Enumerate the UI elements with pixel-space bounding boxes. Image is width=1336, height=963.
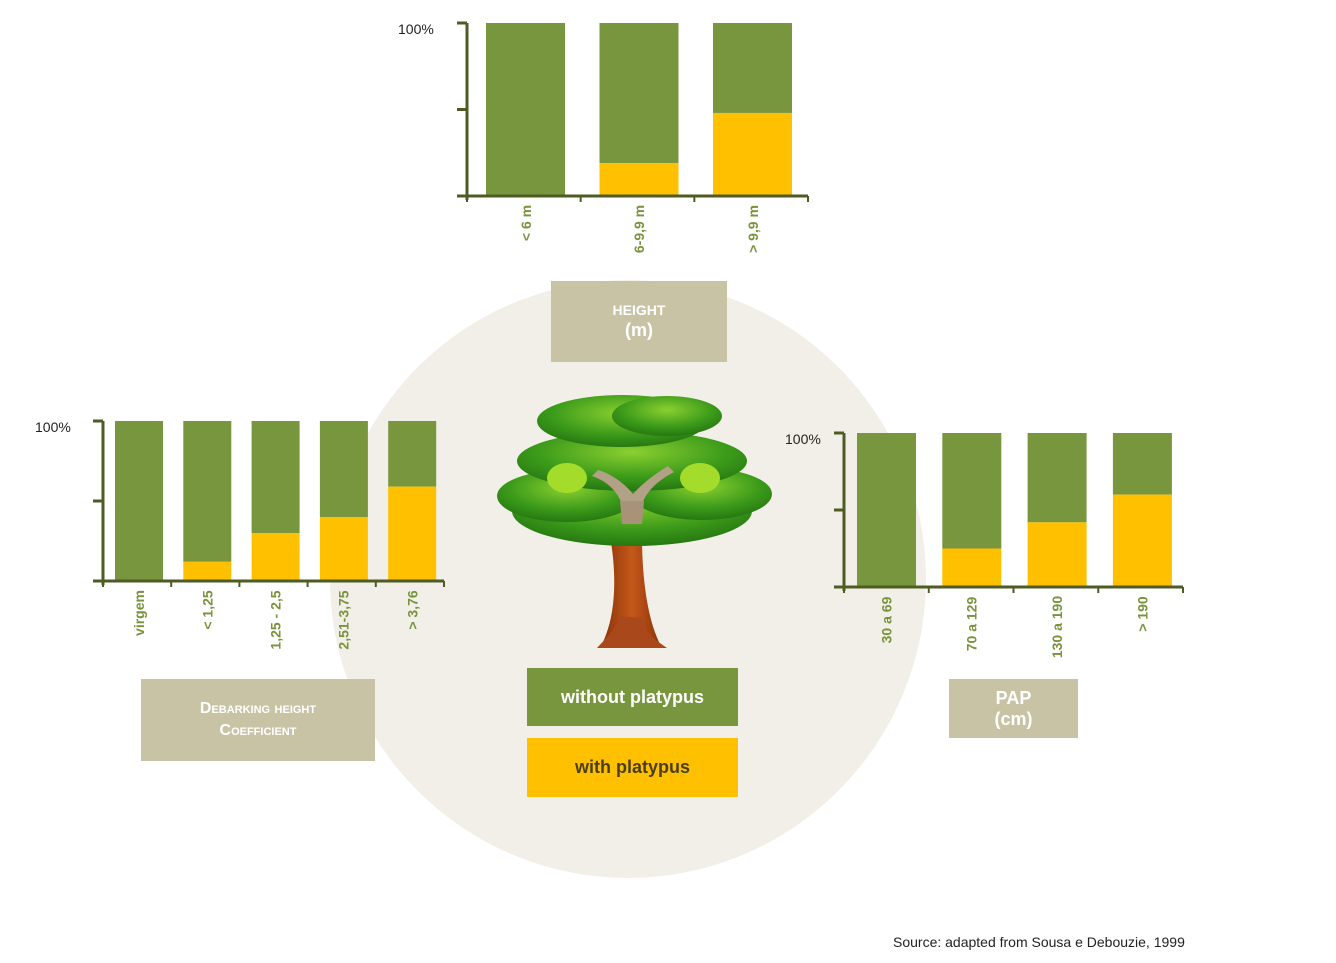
pap-category-label-2: 130 a 190 — [1049, 595, 1066, 659]
pap-chart-title: PAP (cm) — [949, 679, 1078, 738]
debarking-bar-with-3 — [319, 517, 368, 581]
pap-bar-with-1 — [942, 548, 1002, 587]
debarking-y-tick-label-100: 100% — [35, 419, 71, 435]
pap-bar-without-1 — [942, 433, 1002, 549]
height-bar-without-1 — [599, 23, 679, 164]
height-category-label-2: > 9,9 m — [744, 205, 761, 253]
height-category-label-1: 6-9,9 m — [631, 204, 648, 254]
pap-category-label-0: 30 a 69 — [878, 596, 895, 643]
debarking-bar-without-3 — [319, 421, 368, 517]
height-bar-with-1 — [599, 163, 679, 196]
legend-without-platypus: without platypus — [527, 668, 738, 726]
height-bar-without-0 — [486, 23, 565, 196]
debarking-bar-with-1 — [183, 561, 232, 581]
source-note: Source: adapted from Sousa e Debouzie, 1… — [893, 934, 1185, 950]
debarking-category-label-4: > 3,76 — [404, 589, 421, 630]
debarking-category-label-0: virgem — [130, 590, 147, 636]
height-category-label-0: < 6 m — [517, 204, 534, 242]
height-bar-with-2 — [713, 112, 792, 196]
debarking-category-label-2: 1,25 - 2,5 — [267, 589, 284, 650]
cork-oak-tree-illustration — [497, 395, 772, 648]
pap-bar-without-0 — [857, 433, 916, 587]
debarking-bar-without-4 — [388, 421, 437, 487]
pap-y-tick-label-100: 100% — [785, 431, 821, 447]
debarking-bar-without-0 — [115, 421, 163, 581]
debarking-category-label-3: 2,51-3,75 — [335, 589, 352, 650]
legend-with-platypus: with platypus — [527, 738, 738, 797]
debarking-chart-title: Debarking height Coefficient — [141, 679, 375, 761]
debarking-bar-without-1 — [183, 421, 232, 562]
pap-category-label-1: 70 a 129 — [963, 596, 980, 651]
debarking-bar-without-2 — [251, 421, 300, 533]
pap-bar-without-2 — [1027, 433, 1087, 523]
debarking-bar-with-2 — [251, 533, 300, 581]
pap-bar-with-3 — [1112, 494, 1172, 587]
pap-bar-with-2 — [1027, 522, 1087, 587]
legend-with-label: with platypus — [574, 757, 690, 777]
debarking-bar-with-4 — [388, 486, 437, 581]
height-bar-without-2 — [713, 23, 792, 113]
pap-bar-without-3 — [1112, 433, 1172, 495]
pap-category-label-3: > 190 — [1134, 595, 1151, 632]
height-chart-title: HEIGHT (m) — [551, 281, 727, 362]
height-y-tick-label-100: 100% — [398, 21, 434, 37]
legend-without-label: without platypus — [561, 686, 704, 707]
debarking-category-label-1: < 1,25 — [199, 589, 216, 630]
